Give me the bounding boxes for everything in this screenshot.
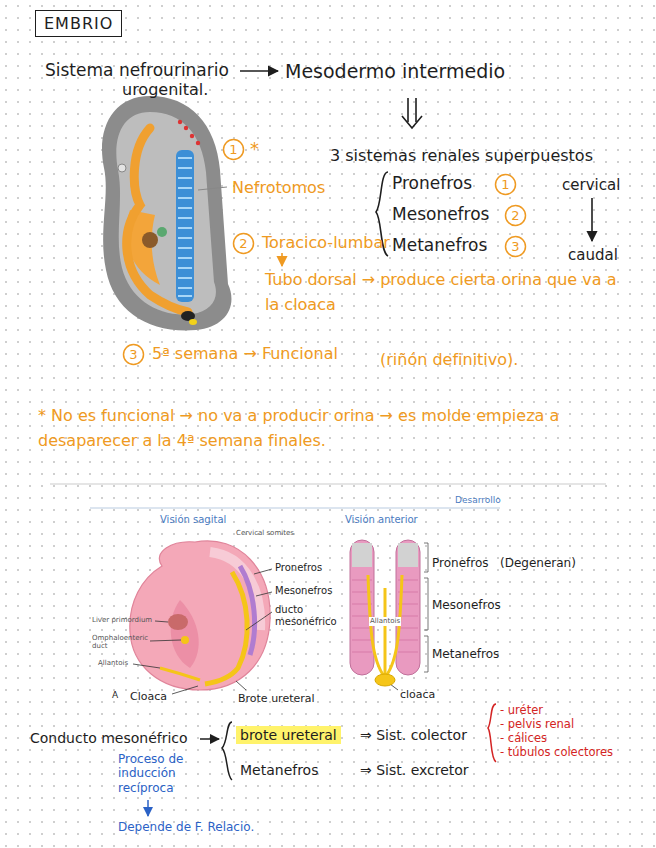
arrow	[200, 738, 219, 740]
view-title: Visión sagital	[160, 514, 226, 527]
callout-number: 1	[222, 138, 245, 161]
anterior-view	[350, 540, 420, 686]
double-arrow	[402, 98, 422, 128]
part-label: ducto mesonéfrico	[275, 604, 341, 628]
part-label: Cervical somites	[236, 529, 294, 538]
callout-number-text: 3	[511, 239, 519, 254]
note-text: urogenital.	[122, 80, 208, 100]
circle-shape	[224, 140, 244, 160]
note-text: (riñón definitivo).	[380, 350, 518, 370]
part-label: Mesonefros	[275, 585, 332, 598]
part-label: cloaca	[400, 688, 435, 702]
separator	[50, 483, 606, 485]
list-item: - uréter	[500, 703, 543, 717]
note-text: ⇒ Sist. colector	[360, 727, 467, 745]
figure-rule	[90, 508, 500, 509]
list-item: - pelvis renal	[500, 717, 574, 731]
circle-shape	[506, 237, 526, 257]
brace	[488, 704, 496, 762]
callout-number-text: 3	[129, 347, 137, 362]
asterisk-mark: *	[250, 138, 259, 161]
list-item: Metanefros	[392, 235, 487, 256]
note-text: 5ª semana → Funcional	[152, 344, 338, 364]
note-text: 3 sistemas renales superpuestos	[330, 146, 593, 166]
note-text: Tubo dorsal → produce cierta orina que v…	[265, 268, 625, 318]
note-text: Proceso de inducción recíproca	[118, 752, 202, 795]
list-item: - túbulos colectores	[500, 745, 613, 759]
callout-number-text: 1	[501, 177, 509, 192]
direction-label: caudal	[568, 246, 618, 265]
note-text: Depende de F. Relacio.	[118, 820, 254, 835]
part-label: Pronefros	[432, 556, 489, 571]
note-text: Sistema nefrourinario	[45, 60, 229, 81]
circle-shape	[506, 206, 526, 226]
part-label: Pronefros	[275, 562, 322, 575]
callout-number: 3	[122, 343, 145, 366]
note-text: Mesodermo intermedio	[285, 60, 505, 84]
embryo-illustration	[102, 96, 231, 330]
arrow	[240, 70, 278, 72]
callout-number: 2	[232, 232, 255, 255]
view-title: Visión anterior	[345, 514, 418, 527]
list-item: Pronefros	[392, 173, 472, 194]
part-label: Omphaloenteric duct	[92, 634, 148, 651]
list-item: - cálices	[500, 731, 547, 745]
note-text: ⇒ Sist. excretor	[360, 762, 469, 780]
part-label: Metanefros	[432, 647, 499, 662]
part-label: Brote ureteral	[238, 692, 315, 706]
title-box: EMBRIO	[35, 10, 122, 37]
direction-label: cervical	[562, 176, 620, 195]
callout-number: 3	[504, 235, 527, 258]
part-label: Mesonefros	[432, 598, 501, 613]
callout-number-text: 2	[239, 236, 247, 251]
part-label: Cloaca	[130, 690, 167, 704]
arrow	[147, 800, 149, 816]
brace	[222, 722, 232, 780]
part-label: Allantois	[369, 617, 401, 626]
part-label: Allantois	[98, 659, 128, 668]
arrow	[281, 253, 283, 266]
callout-number-text: 1	[229, 142, 237, 157]
list-item: Mesonefros	[392, 204, 489, 225]
part-label: Toracico-lumbar	[262, 233, 390, 253]
callout-number-text: 2	[511, 208, 519, 223]
circle-shape	[496, 175, 516, 195]
leader-line	[198, 187, 227, 190]
callout-number: 2	[504, 204, 527, 227]
region-brackets	[424, 543, 428, 672]
footnote: * No es funcional → no va a producir ori…	[38, 404, 628, 454]
part-label: Liver primordium	[92, 616, 152, 625]
note-text: Metanefros	[240, 762, 318, 780]
sagittal-embryo	[130, 541, 270, 690]
highlighted-term: brote ureteral	[236, 726, 341, 744]
figure-header: Desarrollo	[455, 495, 501, 506]
callout-number: 1	[494, 173, 517, 196]
node-text: EMBRIO	[44, 14, 113, 33]
part-label: Nefrotomos	[232, 178, 325, 198]
arrow	[591, 198, 593, 241]
figure-letter: A	[112, 690, 118, 701]
circle-shape	[124, 345, 144, 365]
node-text: brote ureteral	[240, 727, 337, 743]
part-label: (Degeneran)	[500, 556, 576, 571]
note-text: Conducto mesonéfrico	[30, 730, 188, 748]
circle-shape	[234, 234, 254, 254]
